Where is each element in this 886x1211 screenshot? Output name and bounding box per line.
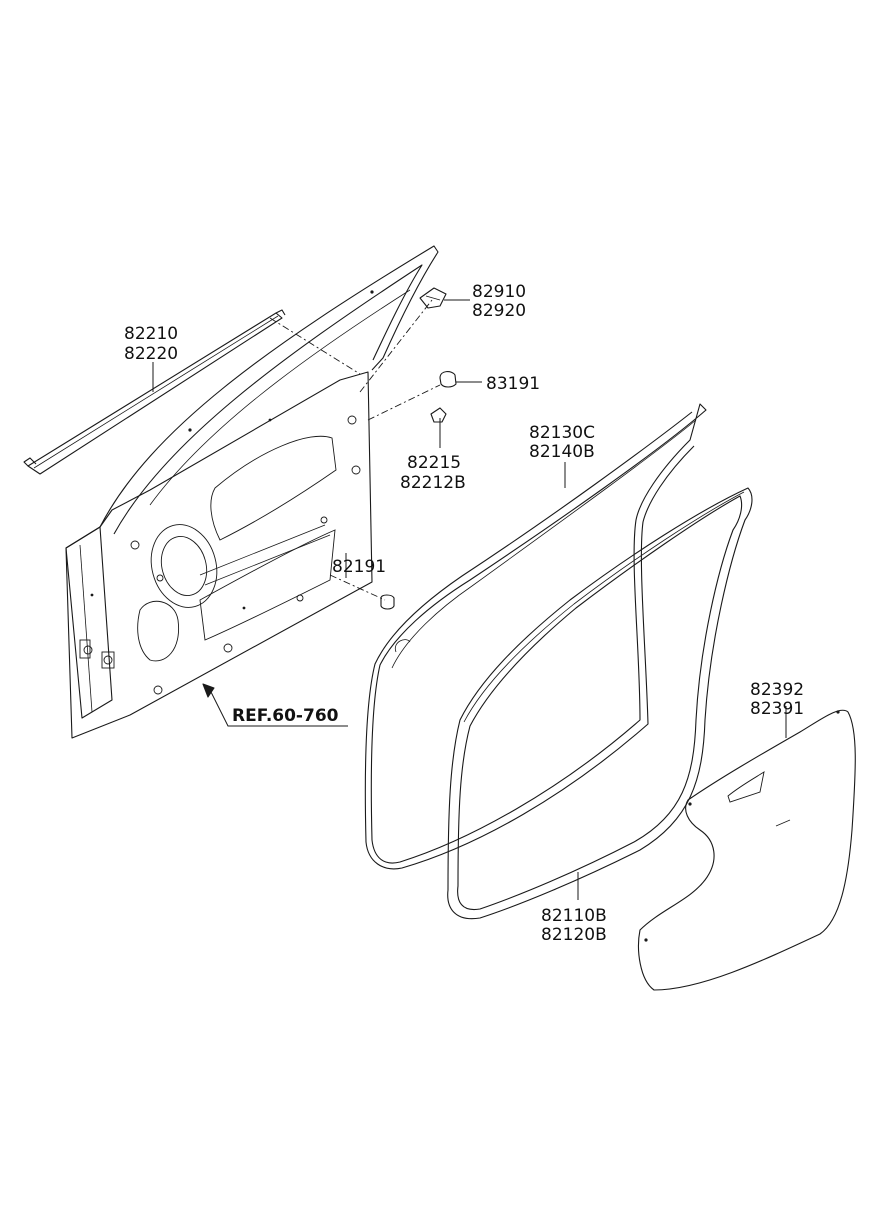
label-plug: 83191 <box>486 374 540 394</box>
plug-part <box>439 371 457 388</box>
label-bracket-upper: 82910 <box>472 282 526 302</box>
label-garnish-lower: 82220 <box>124 344 178 364</box>
assembly-line-garnish <box>269 317 361 375</box>
label-side-weatherstrip-lower: 82140B <box>529 442 595 462</box>
reference-arrow-icon <box>202 683 215 698</box>
assembly-line-clip <box>367 384 441 421</box>
label-clip-lower: 82212B <box>400 473 466 493</box>
label-garnish-upper: 82210 <box>124 324 178 344</box>
label-stopper: 82191 <box>332 557 386 577</box>
label-bracket-lower: 82920 <box>472 301 526 321</box>
leader-reference <box>209 689 348 727</box>
body-side-weatherstrip <box>447 487 753 920</box>
belt-garnish-strip <box>23 309 286 475</box>
stopper-part <box>380 594 395 610</box>
sealing-cover-sheet <box>637 709 856 991</box>
label-side-weatherstrip-upper: 82130C <box>529 423 595 443</box>
label-sealing-cover-lower: 82391 <box>750 699 804 719</box>
mirror-bracket-part <box>419 287 447 309</box>
label-clip-upper: 82215 <box>407 453 461 473</box>
label-sealing-cover-upper: 82392 <box>750 680 804 700</box>
clip-part <box>430 407 447 423</box>
assembly-line-bracket <box>359 299 433 393</box>
assembly-line-stopper <box>329 574 386 601</box>
door-frame-panel <box>65 245 439 739</box>
label-reference: REF.60-760 <box>232 706 339 726</box>
label-body-weatherstrip-upper: 82110B <box>541 906 607 926</box>
label-body-weatherstrip-lower: 82120B <box>541 925 607 945</box>
